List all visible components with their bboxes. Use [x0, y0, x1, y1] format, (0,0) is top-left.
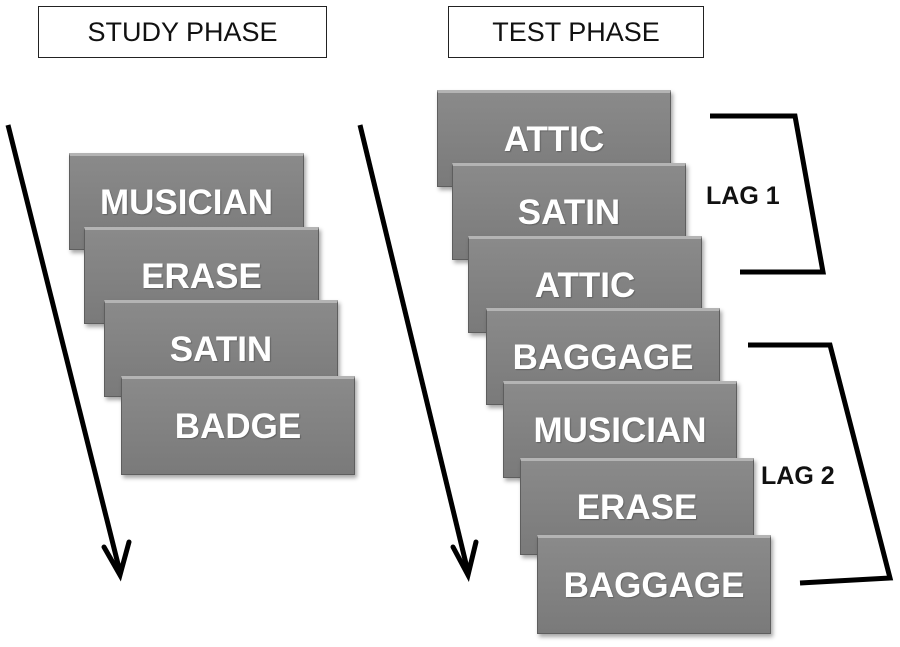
test-phase-label: TEST PHASE — [448, 6, 704, 58]
test-card: BAGGAGE — [537, 535, 771, 634]
lag1-label: LAG 1 — [706, 182, 780, 210]
lag2-bracket — [748, 342, 894, 586]
study-time-arrow — [5, 124, 132, 582]
study-card: BADGE — [121, 376, 355, 475]
lag1-bracket — [710, 113, 826, 275]
test-time-arrow — [357, 124, 479, 582]
study-phase-label: STUDY PHASE — [38, 6, 327, 58]
lag2-label: LAG 2 — [761, 462, 835, 490]
